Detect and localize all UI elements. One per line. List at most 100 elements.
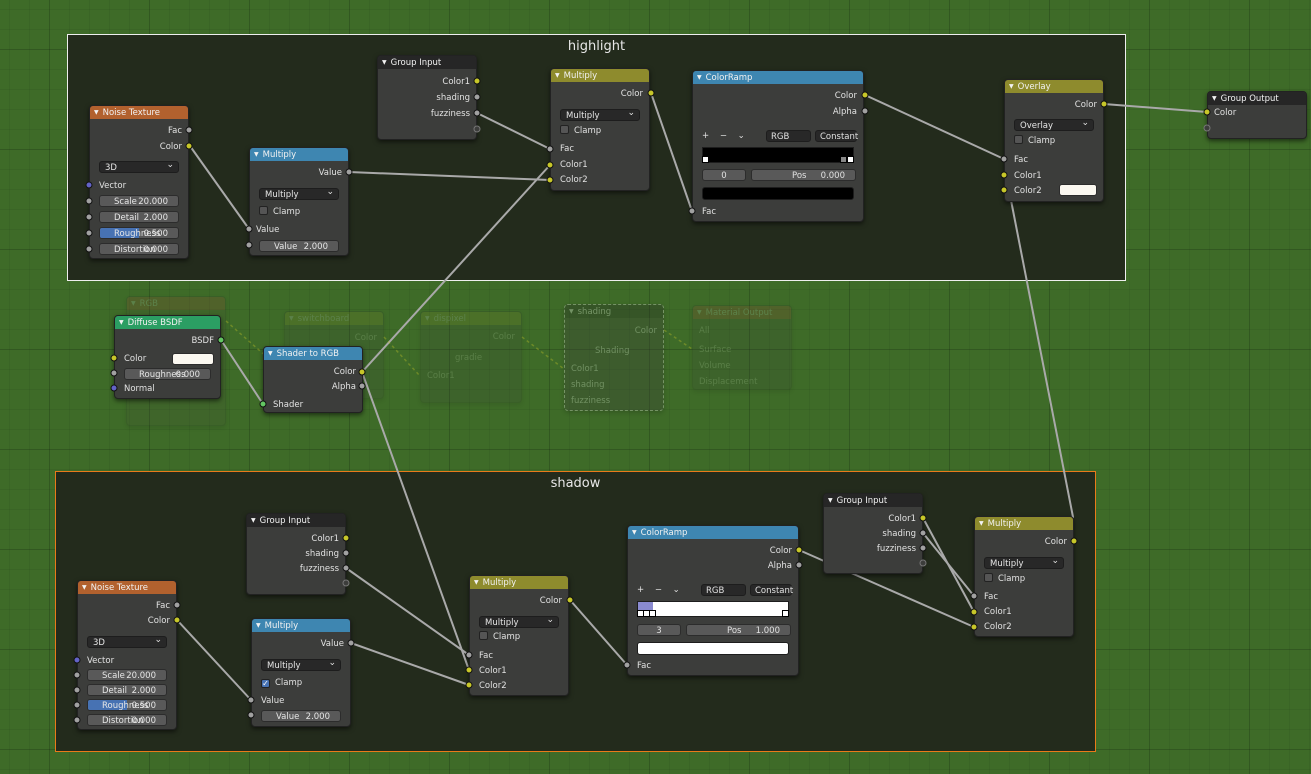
node-shader-to-rgb[interactable]: ▼Shader to RGB Color Alpha Shader bbox=[263, 346, 363, 413]
ramp-stop-marker[interactable] bbox=[840, 156, 847, 163]
socket-color-out[interactable] bbox=[1100, 100, 1108, 108]
socket-fac-in[interactable] bbox=[1000, 155, 1008, 163]
node-noise-texture[interactable]: ▼Noise Texture Fac Color 3D Vector Scale… bbox=[89, 105, 189, 259]
socket-empty[interactable] bbox=[919, 559, 927, 567]
socket-fac-in[interactable] bbox=[623, 661, 631, 669]
socket-detail[interactable] bbox=[85, 213, 93, 221]
socket-distortion[interactable] bbox=[85, 245, 93, 253]
socket-color-out[interactable] bbox=[861, 91, 869, 99]
remove-stop-icon[interactable]: − bbox=[719, 131, 727, 141]
ramp-stop-marker[interactable] bbox=[702, 156, 709, 163]
blend-dropdown[interactable]: Multiply bbox=[560, 107, 640, 121]
socket-value-in[interactable] bbox=[247, 696, 255, 704]
node-mix-multiply[interactable]: ▼Multiply Color Multiply Clamp Fac Color… bbox=[550, 68, 650, 191]
socket-color1-out[interactable] bbox=[342, 534, 350, 542]
color-swatch[interactable] bbox=[172, 353, 214, 365]
add-stop-icon[interactable]: + bbox=[637, 585, 645, 595]
socket-color1-in[interactable] bbox=[546, 161, 554, 169]
socket-color-out[interactable] bbox=[795, 546, 803, 554]
socket-color1-in[interactable] bbox=[465, 666, 473, 674]
stop-index-field[interactable]: 0 bbox=[702, 169, 746, 181]
chevron-down-icon[interactable]: ⌄ bbox=[672, 585, 680, 595]
socket-color-out[interactable] bbox=[647, 89, 655, 97]
socket-color2-in[interactable] bbox=[546, 176, 554, 184]
interpolation-dropdown[interactable]: Constant bbox=[750, 584, 793, 596]
socket-alpha-out[interactable] bbox=[861, 107, 869, 115]
socket-empty[interactable] bbox=[473, 125, 481, 133]
socket-value-in[interactable] bbox=[245, 225, 253, 233]
clamp-checkbox[interactable]: Clamp bbox=[1014, 135, 1055, 147]
node-shading-ghost[interactable]: ▼shading Color Shading Color1 shading fu… bbox=[564, 304, 664, 411]
socket-fuzziness-out[interactable] bbox=[342, 564, 350, 572]
ramp-stop-marker[interactable] bbox=[782, 610, 789, 617]
add-stop-icon[interactable]: + bbox=[702, 131, 710, 141]
socket-value-in[interactable] bbox=[247, 711, 255, 719]
socket-fac[interactable] bbox=[185, 126, 193, 134]
color-mode-dropdown[interactable]: RGB bbox=[766, 130, 811, 142]
node-math-multiply[interactable]: ▼Multiply Value Multiply Clamp Value Val… bbox=[249, 147, 349, 256]
socket-alpha-out[interactable] bbox=[795, 561, 803, 569]
socket-fac-in[interactable] bbox=[970, 592, 978, 600]
socket-fac-in[interactable] bbox=[688, 207, 696, 215]
socket-color-out[interactable] bbox=[358, 368, 366, 376]
socket-color1-in[interactable] bbox=[970, 608, 978, 616]
blend-dropdown[interactable]: Multiply bbox=[984, 555, 1064, 569]
socket-roughness[interactable] bbox=[85, 229, 93, 237]
socket-color1-out[interactable] bbox=[919, 514, 927, 522]
node-noise-texture[interactable]: ▼Noise Texture Fac Color 3D Vector Scale… bbox=[77, 580, 177, 730]
socket-color2-in[interactable] bbox=[465, 681, 473, 689]
interpolation-dropdown[interactable]: Constant bbox=[815, 130, 858, 142]
socket-value-out[interactable] bbox=[345, 168, 353, 176]
socket-vector[interactable] bbox=[73, 656, 81, 664]
socket-shading-out[interactable] bbox=[473, 93, 481, 101]
color-ramp-bar[interactable] bbox=[637, 601, 789, 617]
socket-color-out[interactable] bbox=[566, 596, 574, 604]
socket-shading-out[interactable] bbox=[919, 529, 927, 537]
socket-color2-in[interactable] bbox=[970, 623, 978, 631]
node-mix-multiply[interactable]: ▼Multiply Color Multiply Clamp Fac Color… bbox=[974, 516, 1074, 637]
dimensions-dropdown[interactable]: 3D bbox=[87, 634, 167, 648]
socket-normal-in[interactable] bbox=[110, 384, 118, 392]
socket-empty[interactable] bbox=[1203, 124, 1211, 132]
socket-color1-out[interactable] bbox=[473, 77, 481, 85]
socket-value-in[interactable] bbox=[245, 241, 253, 249]
node-colorramp[interactable]: ▼ColorRamp Color Alpha + − ⌄ RGB Constan… bbox=[692, 70, 864, 222]
color-mode-dropdown[interactable]: RGB bbox=[701, 584, 746, 596]
socket-alpha-out[interactable] bbox=[358, 382, 366, 390]
ramp-stop-marker[interactable] bbox=[847, 156, 854, 163]
socket-fuzziness-out[interactable] bbox=[919, 544, 927, 552]
node-material-output-ghost[interactable]: ▼Material Output All Surface Volume Disp… bbox=[692, 305, 792, 390]
operation-dropdown[interactable]: Multiply bbox=[261, 657, 341, 671]
socket-vector[interactable] bbox=[85, 181, 93, 189]
socket-detail[interactable] bbox=[73, 686, 81, 694]
clamp-checkbox[interactable]: Clamp bbox=[479, 631, 520, 643]
blend-dropdown[interactable]: Overlay bbox=[1014, 117, 1094, 131]
socket-fuzziness-out[interactable] bbox=[473, 109, 481, 117]
socket-roughness-in[interactable] bbox=[110, 369, 118, 377]
node-group-input[interactable]: ▼Group Input Color1 shading fuzziness bbox=[377, 55, 477, 140]
stop-color-swatch[interactable] bbox=[637, 642, 789, 655]
clamp-checkbox[interactable]: Clamp bbox=[984, 573, 1025, 585]
stop-index-field[interactable]: 3 bbox=[637, 624, 681, 636]
node-group-input[interactable]: ▼Group Input Color1 shading fuzziness bbox=[823, 493, 923, 574]
node-colorramp[interactable]: ▼ColorRamp Color Alpha + − ⌄ RGB Constan… bbox=[627, 525, 799, 676]
socket-fac[interactable] bbox=[173, 601, 181, 609]
node-mix-overlay[interactable]: ▼Overlay Color Overlay Clamp Fac Color1 … bbox=[1004, 79, 1104, 202]
socket-color-in[interactable] bbox=[110, 354, 118, 362]
color-ramp-bar[interactable] bbox=[702, 147, 854, 163]
clamp-checkbox[interactable]: Clamp bbox=[560, 125, 601, 137]
frame-shadow[interactable]: shadow bbox=[55, 471, 1096, 752]
socket-scale[interactable] bbox=[85, 197, 93, 205]
color2-swatch[interactable] bbox=[1059, 184, 1097, 196]
chevron-down-icon[interactable]: ⌄ bbox=[737, 131, 745, 141]
socket-roughness[interactable] bbox=[73, 701, 81, 709]
node-math-multiply[interactable]: ▼Multiply Value Multiply ✓Clamp Value Va… bbox=[251, 618, 351, 727]
